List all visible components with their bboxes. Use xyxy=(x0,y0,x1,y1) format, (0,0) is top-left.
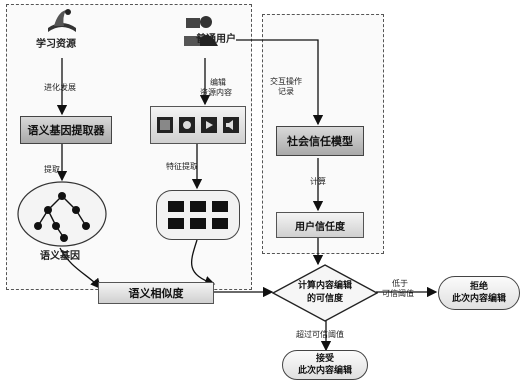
evolution-label: 进化发展 xyxy=(44,83,76,93)
semantic-similarity-label: 语义相似度 xyxy=(129,285,184,301)
social-trust-model-box: 社会信任模型 xyxy=(276,126,364,156)
social-trust-model-label: 社会信任模型 xyxy=(287,133,353,149)
edge-features-to-similarity xyxy=(192,240,214,284)
interaction-label-line1: 交互操作 xyxy=(270,77,302,87)
extract-label: 提取 xyxy=(44,165,60,175)
learning-resource-label: 学习资源 xyxy=(36,40,76,50)
user-trust-box: 用户信任度 xyxy=(276,212,364,238)
edit-content-label-line2: 资源内容 xyxy=(200,88,232,98)
book-icon xyxy=(44,6,80,36)
reject-node: 拒绝 此次内容编辑 xyxy=(438,276,520,310)
credibility-label-line2: 的可信度 xyxy=(272,293,378,305)
reject-label-line2: 此次内容编辑 xyxy=(452,293,506,305)
accept-label-line1: 接受 xyxy=(316,353,334,365)
audio-media-icon xyxy=(222,116,240,134)
semantic-gene-label: 语义基因 xyxy=(40,252,80,262)
accept-label-line2: 此次内容编辑 xyxy=(298,365,352,377)
accept-node: 接受 此次内容编辑 xyxy=(282,350,368,380)
media-types-box xyxy=(150,106,246,144)
edit-content-label-line1: 编辑 xyxy=(210,78,226,88)
text-media-icon xyxy=(156,116,174,134)
compute-label: 计算 xyxy=(310,177,326,187)
below-threshold-label-line1: 低于 xyxy=(392,279,408,289)
semantic-gene-extractor-label: 语义基因提取器 xyxy=(28,122,105,138)
credibility-label-line1: 计算内容编辑 xyxy=(272,280,378,292)
ordinary-user-label: 普通用户 xyxy=(196,35,236,45)
feature-extract-label: 特征提取 xyxy=(166,162,198,172)
semantic-gene-extractor-box: 语义基因提取器 xyxy=(20,116,112,144)
reject-label-line1: 拒绝 xyxy=(470,281,488,293)
interaction-label-line2: 记录 xyxy=(278,87,294,97)
user-trust-label: 用户信任度 xyxy=(295,218,345,233)
feature-grid-icon xyxy=(156,190,240,240)
video-media-icon xyxy=(200,116,218,134)
exceed-threshold-label: 超过可信阈值 xyxy=(296,330,344,340)
below-threshold-label-line2: 可信阈值 xyxy=(382,289,414,299)
semantic-similarity-box: 语义相似度 xyxy=(98,282,214,304)
image-media-icon xyxy=(178,116,196,134)
tree-icon xyxy=(16,180,108,248)
